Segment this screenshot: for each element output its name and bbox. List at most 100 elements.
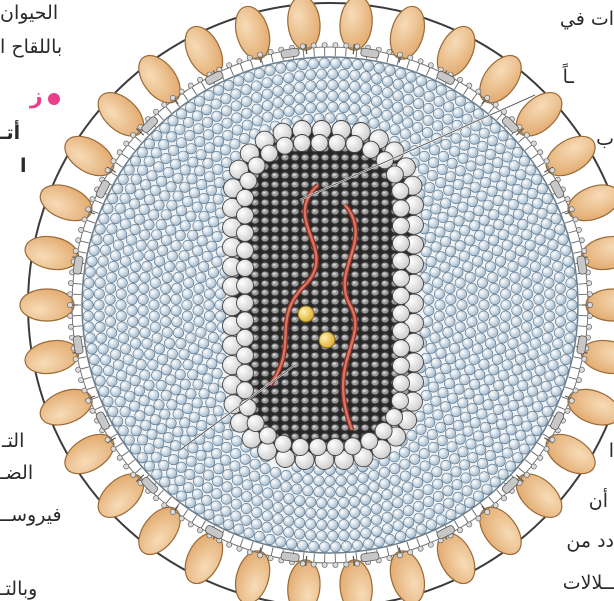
matrix-protein <box>371 107 381 117</box>
matrix-protein <box>110 251 120 261</box>
matrix-protein <box>510 272 520 282</box>
matrix-protein <box>204 509 214 519</box>
matrix-protein <box>502 448 512 458</box>
matrix-protein <box>180 165 190 175</box>
matrix-protein <box>107 224 117 234</box>
matrix-protein <box>202 374 212 384</box>
matrix-protein <box>457 300 467 310</box>
matrix-protein <box>273 97 283 107</box>
matrix-protein <box>545 289 555 299</box>
matrix-protein <box>484 375 494 385</box>
matrix-protein <box>129 199 139 209</box>
matrix-protein <box>270 479 280 489</box>
matrix-protein <box>154 256 164 266</box>
matrix-protein <box>188 230 198 240</box>
matrix-protein <box>317 80 327 90</box>
capsid-protein <box>237 329 254 346</box>
matrix-protein <box>186 267 196 277</box>
matrix-protein <box>328 91 338 101</box>
matrix-protein <box>553 338 563 348</box>
matrix-protein <box>294 71 304 81</box>
matrix-protein <box>428 442 438 452</box>
matrix-protein <box>440 262 450 272</box>
matrix-protein <box>523 300 533 310</box>
matrix-protein <box>450 231 460 241</box>
matrix-protein <box>433 491 443 501</box>
matrix-protein <box>459 460 469 470</box>
matrix-protein <box>212 368 222 378</box>
matrix-protein <box>527 214 537 224</box>
lipid-head <box>569 207 574 212</box>
matrix-protein <box>410 466 420 476</box>
matrix-protein <box>231 448 241 458</box>
matrix-protein <box>369 482 379 492</box>
matrix-protein <box>134 214 144 224</box>
matrix-protein <box>339 508 349 518</box>
matrix-protein <box>148 360 158 370</box>
matrix-protein <box>135 189 145 199</box>
matrix-protein <box>328 531 338 541</box>
matrix-protein <box>493 157 503 167</box>
matrix-protein <box>409 442 419 452</box>
matrix-protein <box>144 405 154 415</box>
matrix-protein <box>455 278 465 288</box>
matrix-protein <box>445 283 455 293</box>
matrix-protein <box>95 224 105 234</box>
matrix-protein <box>126 235 136 245</box>
matrix-protein <box>234 524 244 534</box>
matrix-protein <box>440 338 450 348</box>
matrix-protein <box>173 173 183 183</box>
capsid-protein <box>393 340 410 357</box>
matrix-protein <box>286 61 296 71</box>
matrix-protein <box>460 225 470 235</box>
matrix-protein <box>479 300 489 310</box>
matrix-protein <box>206 322 216 332</box>
matrix-protein <box>406 72 416 82</box>
matrix-protein <box>303 474 313 484</box>
matrix-protein <box>284 527 294 537</box>
matrix-protein <box>455 359 465 369</box>
matrix-protein <box>263 488 273 498</box>
matrix-protein <box>488 272 498 282</box>
matrix-protein <box>512 415 522 425</box>
matrix-protein <box>166 225 176 235</box>
matrix-protein <box>133 251 143 261</box>
matrix-protein <box>111 213 121 223</box>
lipid-head <box>179 89 184 94</box>
matrix-protein <box>150 322 160 332</box>
matrix-protein <box>438 448 448 458</box>
matrix-protein <box>522 179 532 189</box>
matrix-protein <box>374 63 384 73</box>
matrix-protein <box>393 91 403 101</box>
matrix-protein <box>203 130 213 140</box>
matrix-protein <box>545 229 555 239</box>
matrix-protein <box>451 133 461 143</box>
matrix-protein <box>265 534 275 544</box>
matrix-protein <box>422 316 432 326</box>
capsid-protein <box>393 287 410 304</box>
matrix-protein <box>483 437 493 447</box>
matrix-protein <box>433 278 443 288</box>
matrix-protein <box>561 245 571 255</box>
matrix-protein <box>123 245 133 255</box>
matrix-protein <box>328 80 338 90</box>
matrix-protein <box>504 385 514 395</box>
matrix-protein <box>551 214 561 224</box>
matrix-protein <box>223 80 233 90</box>
matrix-protein <box>503 410 513 420</box>
matrix-protein <box>460 188 470 198</box>
matrix-protein <box>532 327 542 337</box>
matrix-protein <box>305 70 315 80</box>
matrix-protein <box>479 359 489 369</box>
matrix-protein <box>185 498 195 508</box>
matrix-protein <box>221 494 231 504</box>
matrix-protein <box>262 78 272 88</box>
matrix-protein <box>479 128 489 138</box>
matrix-protein <box>431 358 441 368</box>
matrix-protein <box>493 404 503 414</box>
lipid-head <box>105 437 110 442</box>
capsid-protein <box>392 182 409 199</box>
matrix-protein <box>361 94 371 104</box>
matrix-protein <box>479 241 489 251</box>
matrix-protein <box>459 140 469 150</box>
